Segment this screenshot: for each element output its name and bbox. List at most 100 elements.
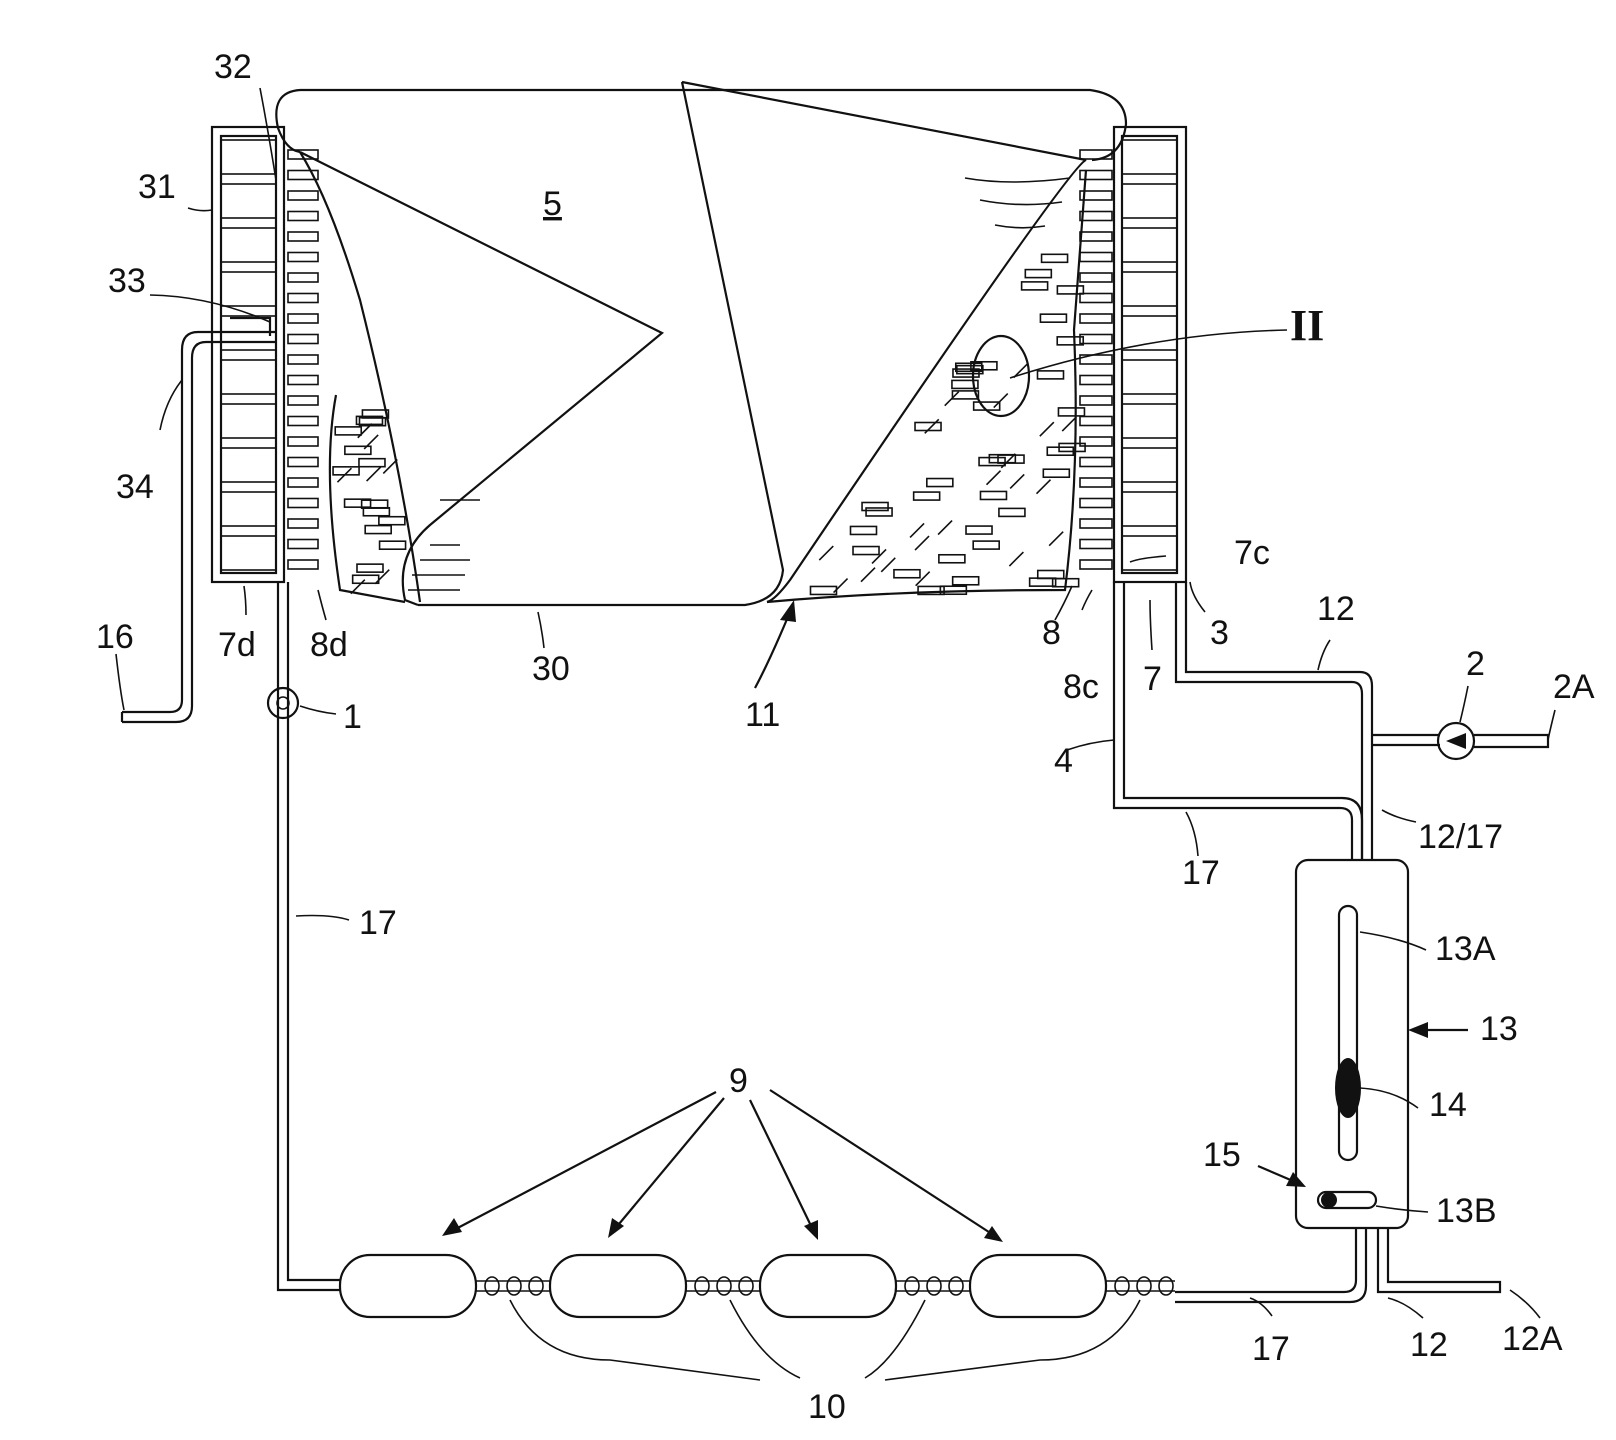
particle-stroke bbox=[834, 579, 848, 593]
particle-stroke bbox=[910, 523, 924, 537]
label-17-left: 17 bbox=[359, 904, 397, 942]
fin-bar bbox=[1080, 232, 1112, 241]
particle-bar bbox=[853, 547, 879, 555]
label-31: 31 bbox=[138, 168, 176, 206]
ball-15 bbox=[1321, 1192, 1337, 1208]
label-13B: 13B bbox=[1436, 1192, 1497, 1230]
pipe-34-inner bbox=[122, 342, 276, 722]
grid-cell bbox=[1122, 360, 1177, 394]
grid-cell bbox=[221, 404, 276, 438]
labels: 32 31 33 34 16 7d 8d 30 1 5 II 7c 12 2 2… bbox=[96, 48, 1595, 1426]
particle-stroke bbox=[819, 546, 833, 560]
arrows-9 bbox=[442, 1090, 1003, 1242]
fin-bar bbox=[288, 417, 318, 426]
particle-bar bbox=[914, 492, 940, 500]
particle-stroke bbox=[987, 471, 1001, 485]
fin-bar bbox=[288, 232, 318, 241]
grid-cell bbox=[221, 492, 276, 526]
left-fin-bars bbox=[288, 150, 318, 569]
bottom-line-30 bbox=[418, 82, 783, 605]
label-12-bottom: 12 bbox=[1410, 1326, 1448, 1364]
label-1: 1 bbox=[343, 698, 362, 736]
fin-bar bbox=[1080, 458, 1112, 467]
grid-cell bbox=[221, 448, 276, 482]
particle-stroke bbox=[938, 521, 952, 535]
particle-bar bbox=[1030, 578, 1056, 586]
particle-stroke bbox=[1049, 532, 1063, 546]
label-14: 14 bbox=[1429, 1086, 1467, 1124]
float-14 bbox=[1335, 1058, 1361, 1118]
arrow-13-head bbox=[1408, 1022, 1428, 1038]
fin-bar bbox=[288, 458, 318, 467]
fin-bar bbox=[1080, 478, 1112, 487]
separator-13 bbox=[1258, 860, 1408, 1228]
particle-bar bbox=[894, 570, 920, 578]
label-3: 3 bbox=[1210, 614, 1229, 652]
fin-bar bbox=[1080, 335, 1112, 344]
pod-3 bbox=[760, 1255, 896, 1317]
grid-cell bbox=[1122, 492, 1177, 526]
particle-bar bbox=[335, 427, 361, 435]
fin-bar bbox=[288, 212, 318, 221]
chain-link bbox=[507, 1277, 521, 1295]
arrow-11 bbox=[755, 600, 796, 688]
pods-9 bbox=[340, 1255, 1106, 1317]
pipes bbox=[122, 318, 1548, 1302]
pump-2 bbox=[1438, 723, 1474, 759]
fin-bar bbox=[288, 499, 318, 508]
vessel-5 bbox=[276, 82, 1126, 605]
particle-bar bbox=[1025, 270, 1051, 278]
pipe-12A bbox=[1378, 1228, 1500, 1292]
label-II: II bbox=[1290, 301, 1324, 350]
fin-bar bbox=[1080, 150, 1112, 159]
grid-cell bbox=[221, 272, 276, 306]
fin-bar bbox=[288, 294, 318, 303]
label-9: 9 bbox=[729, 1062, 748, 1100]
label-10: 10 bbox=[808, 1388, 846, 1426]
particle-stroke bbox=[994, 394, 1008, 408]
grid-cell bbox=[221, 536, 276, 570]
particle-bar bbox=[851, 526, 877, 534]
label-5: 5 bbox=[543, 185, 562, 223]
chain-link bbox=[949, 1277, 963, 1295]
particle-stroke bbox=[1036, 480, 1050, 494]
particle-bar bbox=[359, 459, 385, 467]
particle-stroke bbox=[1010, 474, 1024, 488]
fin-bar bbox=[1080, 417, 1112, 426]
braces-10 bbox=[510, 1300, 1140, 1380]
fin-bar bbox=[1080, 519, 1112, 528]
right-sheet bbox=[682, 82, 1086, 602]
grid-cell bbox=[1122, 184, 1177, 218]
fin-bar bbox=[288, 355, 318, 364]
fin-bar bbox=[1080, 540, 1112, 549]
label-32: 32 bbox=[214, 48, 252, 86]
top-roll bbox=[300, 90, 1126, 160]
label-11: 11 bbox=[745, 696, 780, 734]
label-7: 7 bbox=[1143, 660, 1162, 698]
detail-circle-II bbox=[973, 336, 1029, 416]
fin-bar bbox=[288, 335, 318, 344]
fin-bar bbox=[288, 540, 318, 549]
right-grid-cells bbox=[1122, 140, 1177, 570]
tube-13A bbox=[1339, 906, 1357, 1160]
label-7c: 7c bbox=[1234, 534, 1270, 572]
particle-stroke bbox=[1062, 417, 1076, 431]
particle-bar bbox=[1043, 469, 1069, 477]
pipe-2A bbox=[1474, 735, 1548, 747]
grid-cell bbox=[1122, 316, 1177, 350]
top-roll-left-end bbox=[276, 90, 300, 152]
pod-2 bbox=[550, 1255, 686, 1317]
fin-bar bbox=[1080, 314, 1112, 323]
label-8d: 8d bbox=[310, 626, 348, 664]
grid-cell bbox=[1122, 404, 1177, 438]
fin-bar bbox=[288, 376, 318, 385]
grid-cell bbox=[221, 228, 276, 262]
left-sheet-z bbox=[300, 152, 662, 605]
chain-link bbox=[1159, 1277, 1173, 1295]
fin-bar bbox=[288, 478, 318, 487]
pod-1 bbox=[340, 1255, 476, 1317]
particle-stroke bbox=[915, 536, 929, 550]
label-34: 34 bbox=[116, 468, 154, 506]
fin-bar bbox=[288, 519, 318, 528]
